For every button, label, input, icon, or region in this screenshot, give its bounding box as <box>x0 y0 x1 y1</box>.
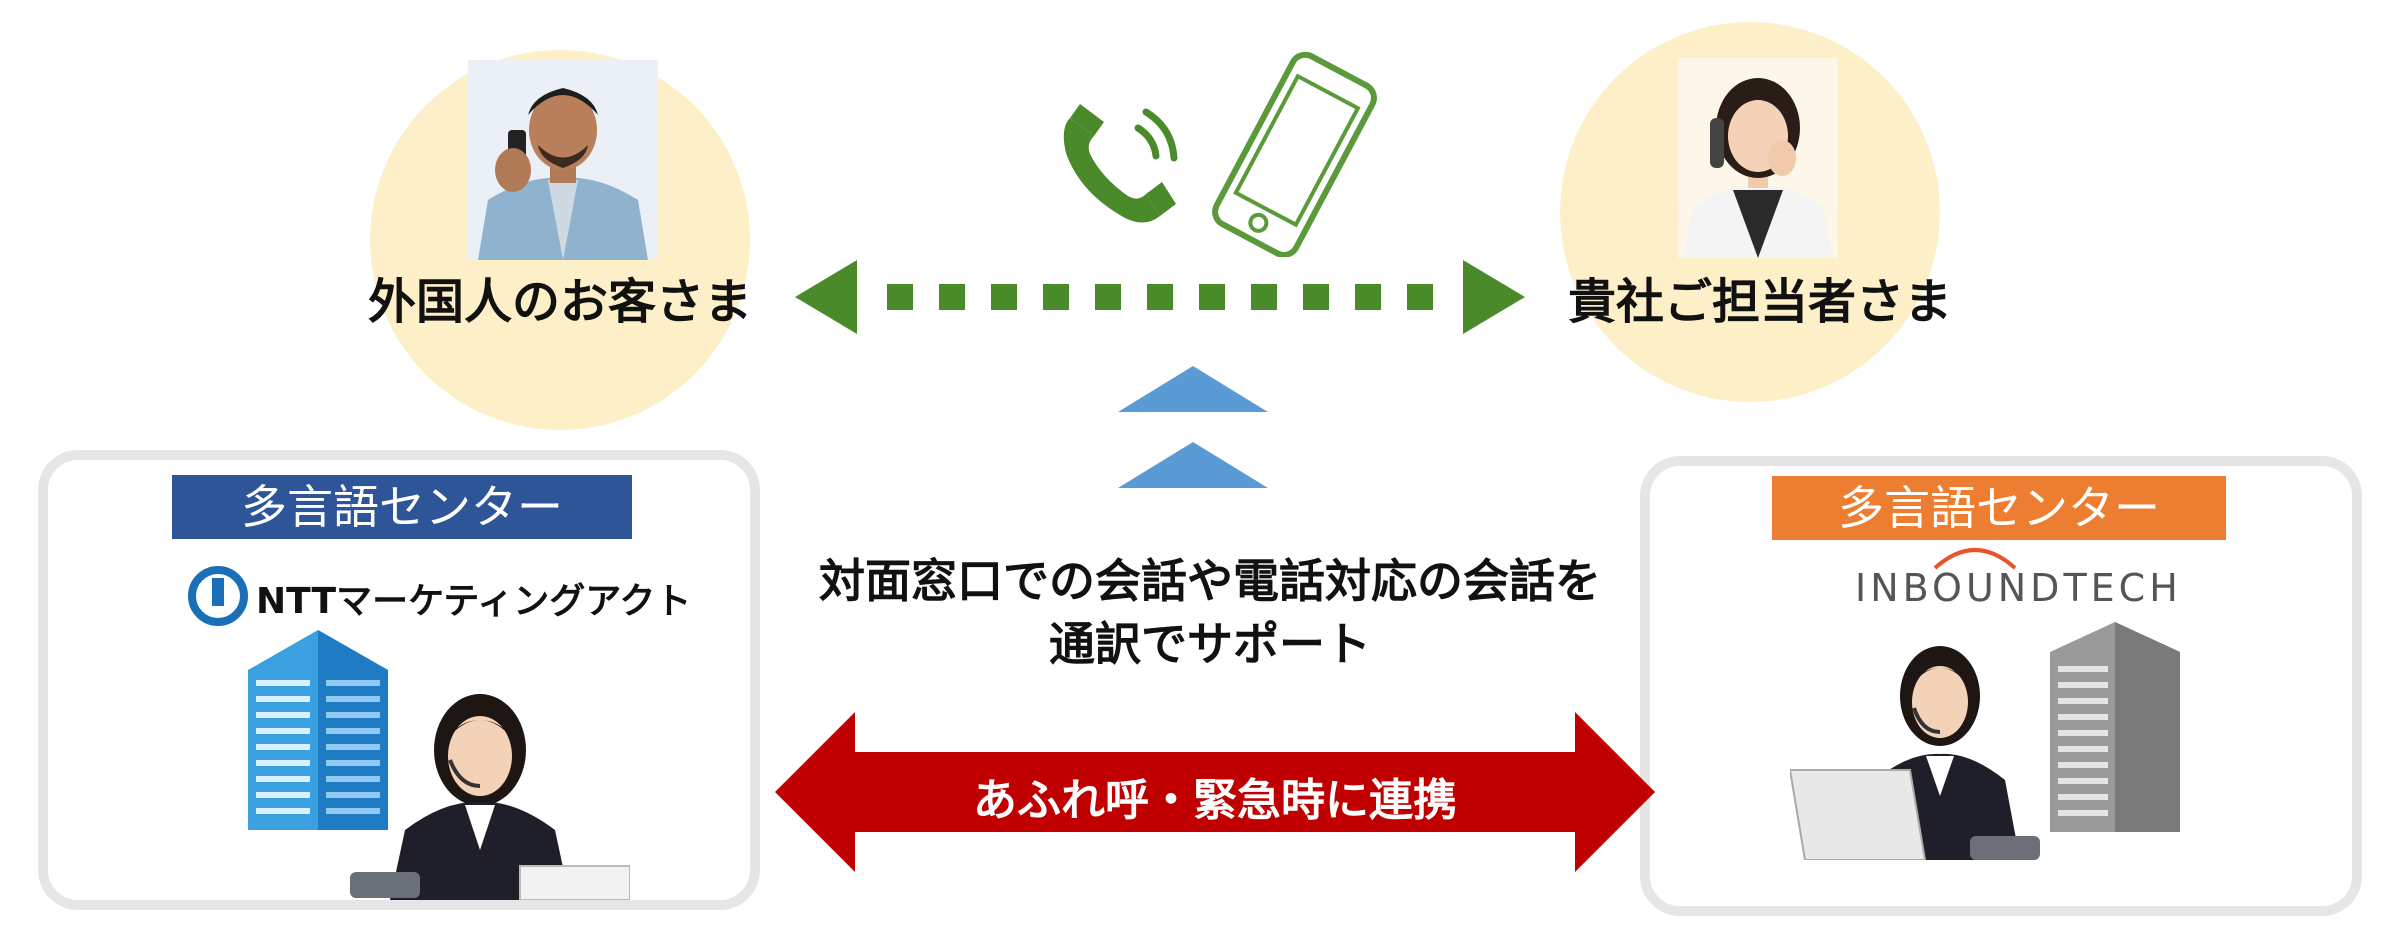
right-center-title: 多言語センター <box>1772 476 2226 540</box>
customer-photo <box>468 60 658 260</box>
service-description-line1: 対面窓口での会話や電話対応の会話を <box>819 554 1601 608</box>
service-description-line2: 通訳でサポート <box>1049 617 1371 671</box>
inboundtech-logo-arc <box>1933 548 2017 570</box>
backup-label: あふれ呼・緊急時に連携 <box>973 775 1457 826</box>
smartphone-icon <box>1212 52 1377 257</box>
left-center-panel <box>38 450 760 910</box>
right-building-icon <box>2050 622 2180 832</box>
phone-handset-icon <box>1063 104 1178 223</box>
right-operator-photo <box>1790 646 2040 860</box>
support-up-arrow <box>1118 366 1268 488</box>
staff-label: 貴社ご担当者さま <box>1567 274 1952 330</box>
left-center-title: 多言語センター <box>172 475 632 539</box>
ntt-logo-text: NTTマーケティングアクト <box>256 581 692 622</box>
ntt-logo-icon <box>188 566 248 626</box>
backup-arrow <box>775 712 1655 872</box>
left-operator-photo <box>350 694 630 900</box>
building-icon <box>248 630 388 830</box>
customer-label: 外国人のお客さま <box>367 274 752 330</box>
interaction-arrow <box>795 260 1525 334</box>
staff-photo <box>1678 58 1838 258</box>
inboundtech-logo-text: INBOUNDTECH <box>1855 566 2182 610</box>
